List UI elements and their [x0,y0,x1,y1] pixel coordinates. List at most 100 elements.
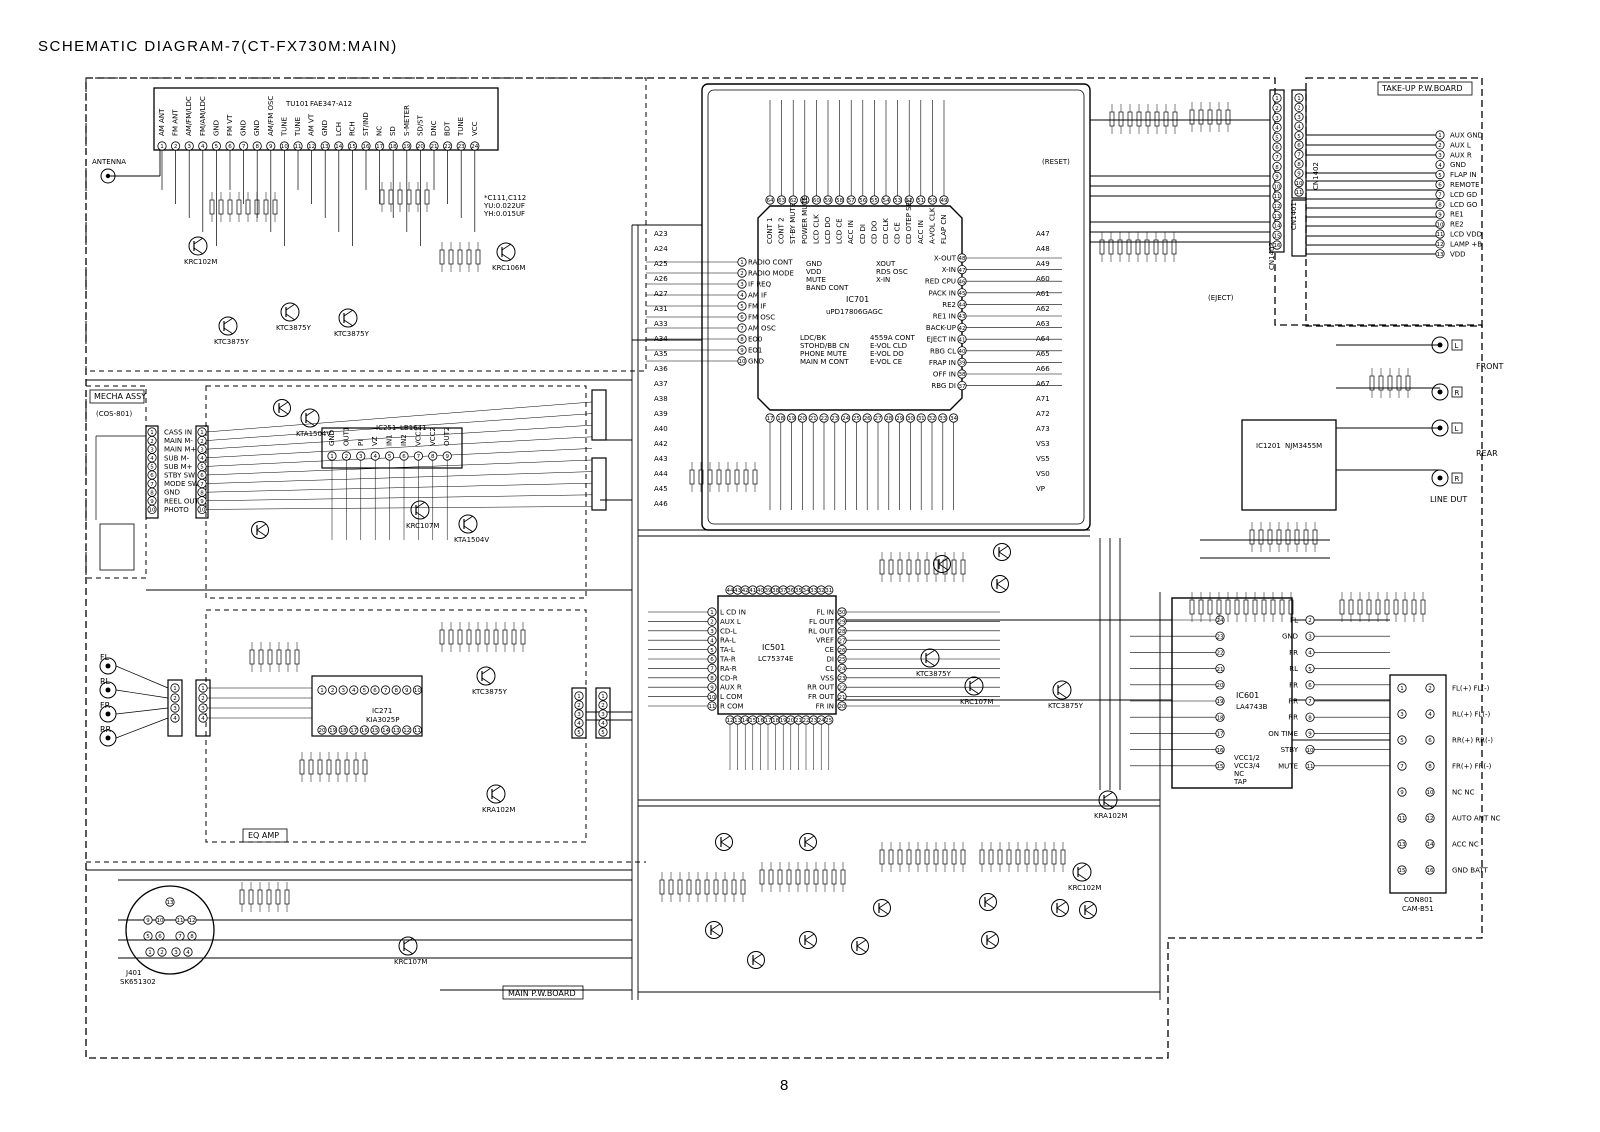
resistor [713,879,719,895]
pin-number: 21 [810,416,817,422]
takeup-pin [1435,209,1445,219]
pin-number: 16 [757,718,764,724]
pin-number: 19 [403,144,410,150]
pin-number: 8 [1438,203,1442,209]
bus-label: VS3 [1036,440,1050,448]
ic271-top-pin [327,685,338,695]
mecha-label: MECHA ASSY [94,392,146,401]
ic601-pin-label: STBY [1281,746,1299,754]
pin-number: 13 [1274,214,1281,220]
mecha-pin-label: SUB M- [164,454,190,462]
transistor-emitter [984,901,995,909]
rca-channel-label: L [1455,342,1459,350]
pin-number: 2 [201,696,205,702]
bus-label: A49 [1036,260,1050,268]
ic701-left-label: RADIO CONT [748,259,793,267]
tuner-pin-label: LCH [335,122,343,136]
resistor [1033,849,1039,865]
transistor-label: KRC107M [394,958,427,966]
resistor [988,849,994,865]
pin-number: 4 [173,716,177,722]
resistor [1118,111,1124,127]
transistor-collector [925,649,936,657]
mecha-pin-label: REEL OUT [164,497,199,505]
pin-number: 3 [1438,153,1442,159]
pin-number: 9 [269,144,273,150]
pin-number: 11 [177,918,184,924]
pin-number: 4 [1428,712,1432,718]
resistor [722,879,728,895]
pin-number: 2 [710,620,714,626]
bus-label: A44 [654,470,668,478]
ic251-pin-label: PI [357,440,365,446]
resistor [689,469,695,485]
resistor [1243,599,1249,615]
bus-label: A67 [1036,380,1050,388]
pin-number: 38 [959,372,966,378]
pin-number: 10 [739,359,746,365]
ic501-left-label: R COM [720,703,744,711]
pin-number: 24 [839,667,846,673]
ic251-pin-label: VCC2 [429,427,437,446]
pin-number: 4 [1438,163,1442,169]
j401-pin [143,915,153,925]
pin-number: 12 [727,718,734,724]
ic271-body [311,675,423,737]
pin-number: 1 [330,454,334,460]
resistor [822,869,828,885]
ic701-right-label: RBG DI [931,382,956,390]
resistor [1154,111,1160,127]
takeup-pin [1435,229,1445,239]
takeup-conn-pin [1294,112,1304,122]
transistor [476,666,496,686]
transistor-emitter [938,563,949,571]
transistor-collector [1056,901,1067,909]
j401-ref: J401 [125,969,141,977]
con801-pin [1425,865,1435,875]
pin-number: 5 [601,730,605,736]
pin-number: 20 [1217,683,1224,689]
pin-number: 51 [917,198,924,204]
pin-number: 7 [178,934,182,940]
ic701-left-label: RADIO MODE [748,270,794,278]
pin-number: 15 [372,728,379,734]
resistor [840,869,846,885]
pin-number: 10 [709,695,716,701]
pin-number: 2 [200,439,204,445]
transistor [398,936,418,956]
resistor [299,759,305,775]
pin-number: 1 [160,144,164,150]
pin-number: 3 [1308,634,1312,640]
bus-label: VS0 [1036,470,1050,478]
pin-number: 11 [414,728,421,734]
pin-number: 31 [825,588,832,594]
pin-number: 30 [839,610,846,616]
tuner-pin-label: AM ANT [158,108,166,136]
pin-number: 10 [1296,181,1303,187]
transistor-collector [984,895,995,903]
pin-number: 12 [1437,242,1444,248]
resistor [379,189,385,205]
pin-number: 5 [363,688,367,694]
resistor [415,189,421,205]
eq-out-connector-main [595,687,611,739]
transistor-collector [1103,791,1114,799]
mecha-wire [205,494,593,502]
transistor [486,784,506,804]
transistor [964,676,984,696]
con801-pin-label: FR(+) FR(-) [1452,763,1492,771]
takeup-pin-label: LAMP +B [1450,240,1482,248]
ic601-pin-label: RR [1288,698,1298,706]
resistor [951,849,957,865]
line-out-label: LINE DUT [1430,495,1467,504]
transistor-collector [1084,903,1095,911]
transistor-collector [720,835,731,843]
pin-number: 6 [1308,683,1312,689]
tuner-pin-label: AM/FM OSC [267,96,275,136]
resistor [704,879,710,895]
takeup-pin-label: FLAP IN [1450,171,1477,179]
pin-number: 8 [1275,165,1279,171]
pin-number: 7 [1308,699,1312,705]
